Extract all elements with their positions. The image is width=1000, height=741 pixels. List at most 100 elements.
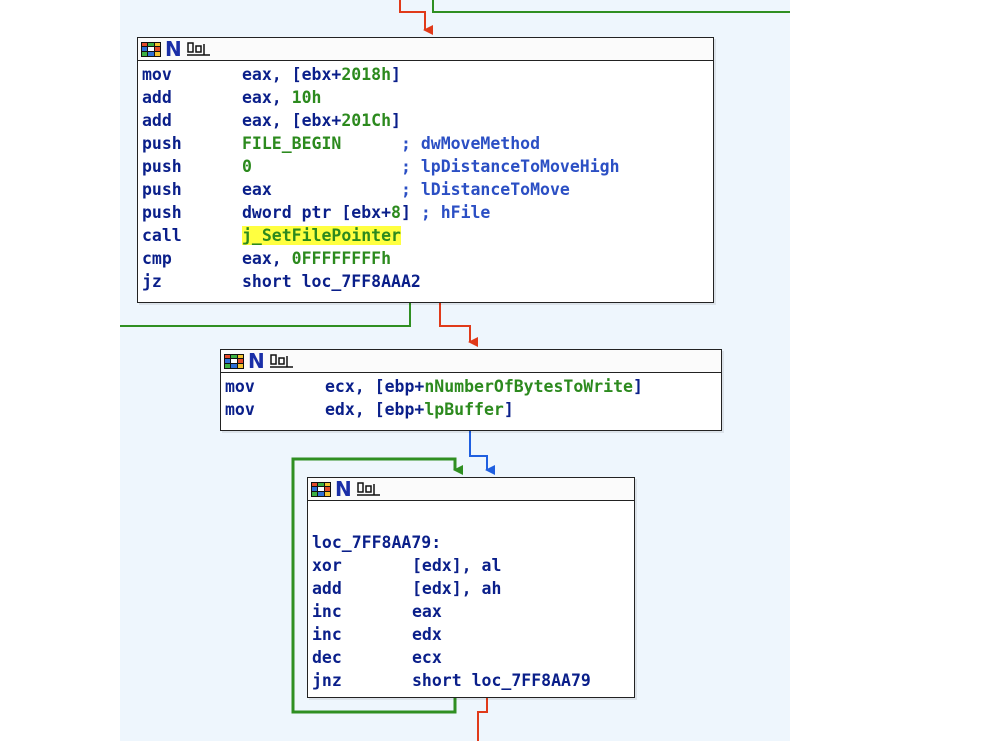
- edge-loop-back: [291, 457, 463, 714]
- operand-token: 10h: [291, 88, 322, 107]
- operands: 0 ; lpDistanceToMoveHigh: [242, 155, 620, 178]
- operand-token: 201Ch: [341, 111, 392, 130]
- instruction-line[interactable]: dec ecx: [312, 646, 630, 669]
- instruction-line[interactable]: jnz short loc_7FF8AA79: [312, 669, 630, 692]
- instruction-line[interactable]: mov edx, [ebp+lpBuffer]: [225, 398, 717, 421]
- instruction-line[interactable]: push dword ptr [ebx+8] ; hFile: [142, 201, 709, 224]
- operand-token: [edx], ah: [412, 579, 502, 598]
- instruction-line[interactable]: push eax ; lDistanceToMove: [142, 178, 709, 201]
- mnemonic: mov: [225, 400, 255, 419]
- block-instructions: mov ecx, [ebp+nNumberOfBytesToWrite] mov ed…: [221, 373, 721, 423]
- operand-token: ]: [391, 111, 401, 130]
- operand-token: ecx: [412, 648, 442, 667]
- operand-token: eax: [412, 602, 442, 621]
- edge-jz-fallthrough: [439, 302, 478, 347]
- operands: edx, [ebp+lpBuffer]: [325, 398, 514, 421]
- mnemonic: jnz: [312, 671, 342, 690]
- block-header: N: [138, 38, 713, 61]
- mnemonic: add: [142, 88, 172, 107]
- operand-token: ]: [632, 377, 643, 396]
- instruction-line[interactable]: add [edx], ah: [312, 577, 630, 600]
- mnemonic: call: [142, 226, 182, 245]
- operands: dword ptr [ebx+8] ; hFile: [242, 201, 490, 224]
- operand-token: short loc_7FF8AAA2: [242, 272, 421, 291]
- mnemonic: push: [142, 180, 182, 199]
- operand-token: ]: [503, 400, 514, 419]
- graph-nodes-icon[interactable]: [186, 41, 212, 57]
- operands: eax ; lDistanceToMove: [242, 178, 570, 201]
- operands: eax, [ebx+201Ch]: [242, 109, 401, 132]
- mnemonic: jz: [142, 272, 162, 291]
- instruction-line[interactable]: inc eax: [312, 600, 630, 623]
- node-color-grid-icon[interactable]: [311, 481, 331, 497]
- operands: ecx, [ebp+nNumberOfBytesToWrite]: [325, 375, 643, 398]
- edge-block2-to-loop: [469, 430, 495, 475]
- block-instructions: loc_7FF8AA79: xor [edx], al add [edx], ah in…: [308, 501, 634, 694]
- operand-token: 8: [391, 203, 401, 222]
- operands: eax, [ebx+2018h]: [242, 63, 401, 86]
- operands: ecx: [412, 646, 442, 669]
- operand-token: eax,: [242, 88, 292, 107]
- operand-token: eax, [ebx+: [242, 65, 342, 84]
- mnemonic: mov: [225, 377, 255, 396]
- graph-nodes-icon[interactable]: [269, 353, 295, 369]
- mnemonic: inc: [312, 602, 342, 621]
- operand-token: nNumberOfBytesToWrite: [424, 377, 633, 396]
- node-color-grid-icon[interactable]: [224, 353, 244, 369]
- instruction-line[interactable]: add eax, 10h: [142, 86, 709, 109]
- mnemonic: add: [312, 579, 342, 598]
- operands: [edx], al: [412, 554, 501, 577]
- operand-token: short loc_7FF8AA79: [412, 671, 591, 690]
- operand-token: edx, [ebp+: [325, 400, 425, 419]
- instruction-line[interactable]: mov eax, [ebx+2018h]: [142, 63, 709, 86]
- n-icon[interactable]: N: [165, 37, 182, 61]
- n-icon[interactable]: N: [248, 349, 265, 373]
- instruction-line[interactable]: jz short loc_7FF8AAA2: [142, 270, 709, 293]
- operands: edx: [412, 623, 442, 646]
- node-color-grid-icon[interactable]: [141, 41, 161, 57]
- operands: short loc_7FF8AA79: [412, 669, 591, 692]
- operand-token: [edx], al: [412, 556, 502, 575]
- mnemonic: dec: [312, 648, 342, 667]
- operand-token: 0: [242, 157, 401, 176]
- mnemonic: cmp: [142, 249, 172, 268]
- mnemonic: push: [142, 134, 182, 153]
- operand-token: lpBuffer: [424, 400, 504, 419]
- operands: eax: [412, 600, 442, 623]
- operand-token: eax, [ebx+: [242, 111, 342, 130]
- mnemonic: xor: [312, 556, 342, 575]
- highlighted-symbol[interactable]: j_SetFilePointer: [242, 226, 401, 245]
- graph-nodes-icon[interactable]: [356, 481, 382, 497]
- mnemonic: push: [142, 203, 182, 222]
- operands: [edx], ah: [412, 577, 501, 600]
- edge-incoming-red: [399, 0, 433, 35]
- instruction-line[interactable]: mov ecx, [ebp+nNumberOfBytesToWrite]: [225, 375, 717, 398]
- operand-token: eax: [242, 180, 401, 199]
- operands: eax, 10h: [242, 86, 321, 109]
- label-text: loc_7FF8AA79:: [312, 533, 442, 552]
- comment: ; hFile: [420, 203, 491, 222]
- operand-token: dword ptr [ebx+: [242, 203, 392, 222]
- operand-token: ]: [391, 65, 401, 84]
- edge-loop-exit: [477, 697, 488, 741]
- comment: ; lpDistanceToMoveHigh: [400, 157, 620, 176]
- operands: short loc_7FF8AAA2: [242, 270, 421, 293]
- operand-token: 0FFFFFFFFh: [291, 249, 392, 268]
- mnemonic: mov: [142, 65, 172, 84]
- loop-label[interactable]: loc_7FF8AA79:: [312, 531, 630, 554]
- instruction-line[interactable]: xor [edx], al: [312, 554, 630, 577]
- basic-block-xor-loop[interactable]: N loc_7FF8AA79: xor [edx], al add [edx], ah…: [307, 477, 635, 698]
- operands: j_SetFilePointer: [242, 224, 401, 247]
- n-icon[interactable]: N: [335, 477, 352, 501]
- edge-incoming-green: [432, 0, 790, 13]
- instruction-line[interactable]: call j_SetFilePointer: [142, 224, 709, 247]
